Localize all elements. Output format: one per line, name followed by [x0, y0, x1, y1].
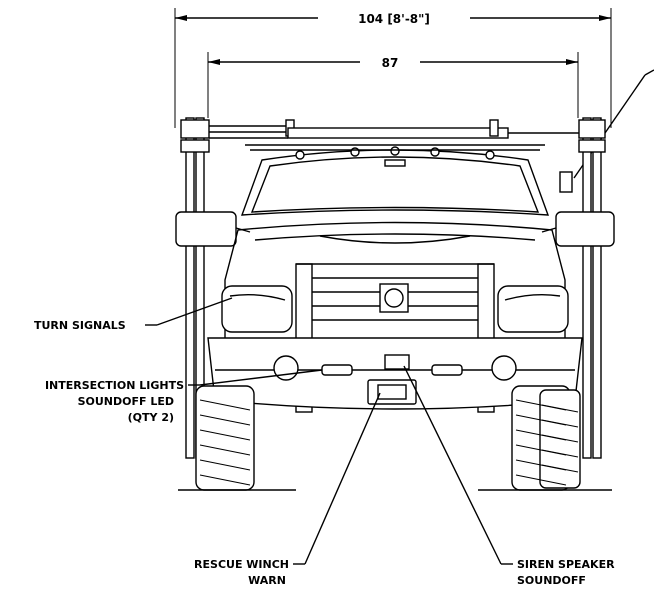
- callout-turn-signals: TURN SIGNALS: [34, 297, 233, 332]
- mirrors: [175, 211, 615, 247]
- callout-rescue-winch: RESCUE WINCH WARN: [194, 392, 381, 587]
- overall-width-dimension: 104 [8'-8"]: [174, 8, 612, 128]
- rescue-winch-label: RESCUE WINCH: [194, 558, 289, 571]
- inner-width-text: 87: [382, 56, 399, 70]
- turn-signals-label: TURN SIGNALS: [34, 319, 126, 332]
- soundoff-led-label: SOUNDOFF LED: [78, 395, 174, 408]
- front-bumper: [207, 337, 583, 410]
- intersection-lights-label: INTERSECTION LIGHTS: [45, 379, 184, 392]
- overall-width-text: 104 [8'-8"]: [358, 12, 430, 26]
- soundoff-label: SOUNDOFF: [517, 574, 586, 587]
- inner-width-dimension: 87: [207, 52, 579, 118]
- headlights: [221, 285, 569, 333]
- hood-body: [224, 221, 566, 341]
- siren-speaker-label: SIREN SPEAKER: [517, 558, 615, 571]
- cab: [240, 144, 550, 216]
- qty-label: (QTY 2): [128, 411, 174, 424]
- warn-label: WARN: [248, 574, 286, 587]
- callout-intersection-lights: INTERSECTION LIGHTS SOUNDOFF LED (QTY 2): [45, 369, 323, 424]
- ladder-rack: [180, 117, 606, 459]
- tires: [195, 385, 581, 491]
- callout-siren-speaker: SIREN SPEAKER SOUNDOFF: [403, 365, 615, 587]
- grille: [299, 277, 491, 341]
